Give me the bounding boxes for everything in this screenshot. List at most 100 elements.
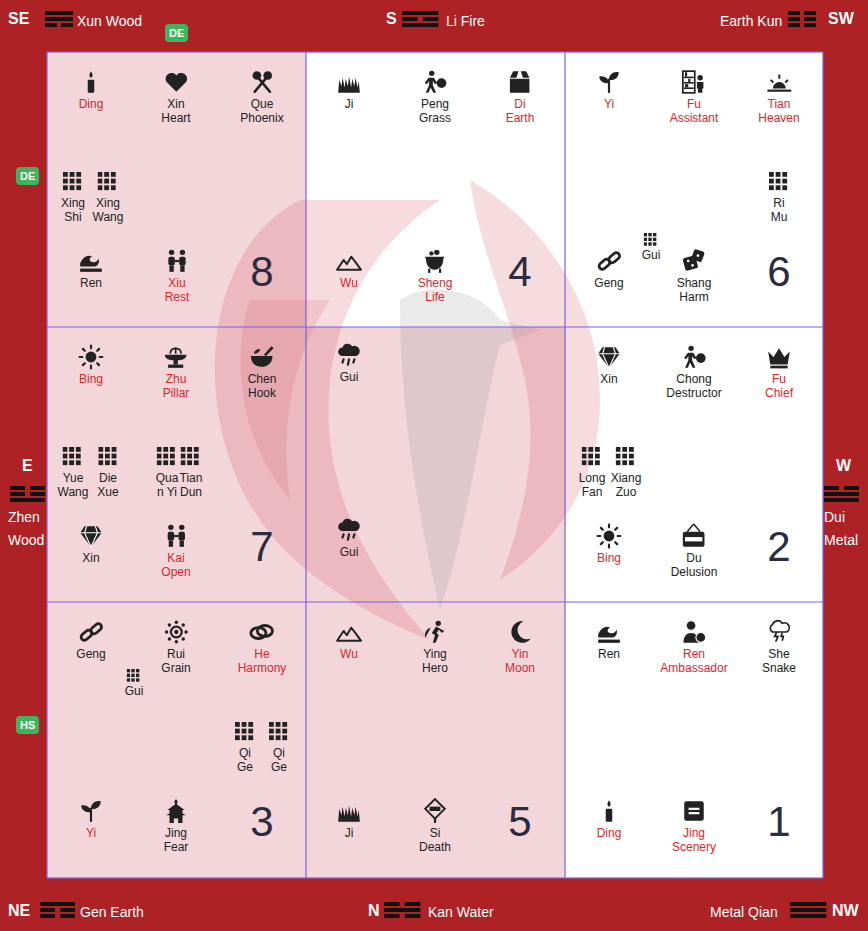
people-icon bbox=[164, 248, 190, 274]
sun-icon bbox=[78, 344, 104, 370]
symbol-item: Ri Mu bbox=[769, 172, 789, 224]
symbol-item: Rui Grain bbox=[161, 619, 190, 675]
moon-icon bbox=[507, 619, 533, 645]
symbol-label: Du Delusion bbox=[671, 551, 718, 579]
direction-label-holder: NE bbox=[8, 902, 30, 920]
symbol-label: Ji bbox=[345, 97, 354, 111]
symbol-label: Gui bbox=[642, 248, 661, 262]
symbol-item: Peng Grass bbox=[419, 69, 451, 125]
symbol-label: Si Death bbox=[419, 826, 451, 854]
symbol-item: Ding bbox=[596, 798, 622, 840]
grid-icon bbox=[157, 447, 177, 467]
symbol-label: Ding bbox=[597, 826, 622, 840]
shelf-icon bbox=[681, 69, 707, 95]
deadend-icon bbox=[422, 798, 448, 824]
trigram-name: Earth Kun bbox=[720, 12, 782, 30]
direction-letter: SE bbox=[8, 10, 29, 28]
symbol-label: Ri Mu bbox=[771, 196, 788, 224]
symbol-label: Chong Destructor bbox=[666, 372, 721, 400]
symbol-item: Xin bbox=[596, 344, 622, 386]
symbol-item: Bing bbox=[596, 523, 622, 565]
symbol-label: Long Fan bbox=[579, 471, 606, 499]
symbol-item: Kai Open bbox=[161, 523, 190, 579]
symbol-label: Zhu Pillar bbox=[163, 372, 190, 400]
palace-number-holder: 2 bbox=[767, 522, 790, 572]
people-icon bbox=[163, 523, 189, 549]
direction-label-holder: N bbox=[368, 902, 380, 920]
grass-icon bbox=[336, 69, 362, 95]
symbol-item: Chen Hook bbox=[248, 344, 277, 400]
heart-icon bbox=[163, 69, 189, 95]
palace-cell: RenRen AmbassadorShe SnakeDingJing Scene… bbox=[565, 602, 823, 878]
symbol-label: Xin bbox=[600, 372, 617, 386]
fountain-icon bbox=[163, 344, 189, 370]
wave-icon bbox=[78, 248, 104, 274]
symbol-item: Xin bbox=[78, 523, 104, 565]
phoenix-watermark bbox=[215, 180, 600, 640]
symbol-label: Ji bbox=[345, 826, 354, 840]
symbol-label: Die Xue bbox=[97, 471, 118, 499]
symbol-item: Yi bbox=[78, 798, 104, 840]
direction-label-holder: Kan Water bbox=[428, 903, 494, 921]
palace-cell: GuiGui bbox=[306, 327, 565, 602]
symbol-label: Xin Heart bbox=[161, 97, 190, 125]
direction-label-holder: SW bbox=[828, 10, 854, 28]
palace-number-holder: 1 bbox=[767, 797, 790, 847]
money-icon bbox=[681, 344, 707, 370]
wave-icon bbox=[596, 619, 622, 645]
sun-icon bbox=[596, 523, 622, 549]
palace-number: 2 bbox=[767, 522, 790, 572]
symbol-item: Yi bbox=[596, 69, 622, 111]
symbol-item: Ren bbox=[78, 248, 104, 290]
palace-cell: GengRui GrainHe HarmonyGuiQi GeQi GeYiJi… bbox=[47, 602, 306, 878]
symbol-item: Tian Heaven bbox=[758, 69, 799, 125]
symbol-item: Gui bbox=[336, 517, 362, 559]
temple-icon bbox=[163, 798, 189, 824]
symbol-label: Ren Ambassador bbox=[660, 647, 727, 675]
symbol-label: Fu Chief bbox=[765, 372, 793, 400]
symbol-label: Bing bbox=[79, 372, 103, 386]
sprout-icon bbox=[596, 69, 622, 95]
chain-icon bbox=[596, 248, 622, 274]
mountain-icon bbox=[336, 248, 362, 274]
nsq-icon bbox=[681, 798, 707, 824]
palace-cell: WuYing HeroYin MoonJiSi Death5 bbox=[306, 602, 565, 878]
symbol-label: Yue Wang bbox=[58, 471, 89, 499]
direction-letter: SW bbox=[828, 10, 854, 28]
symbol-label: Ding bbox=[79, 97, 104, 111]
badge-text: DE bbox=[20, 169, 35, 183]
symbol-item: Tian Dun bbox=[180, 447, 203, 499]
palace-number: 3 bbox=[250, 797, 273, 847]
direction-letter: NW bbox=[832, 902, 859, 920]
money-icon bbox=[422, 69, 448, 95]
direction-label-holder: Gen Earth bbox=[80, 903, 144, 921]
palace-cell: YiFu AssistantTian HeavenRi MuGuiGengSha… bbox=[565, 52, 823, 327]
symbol-label: Xiang Zuo bbox=[611, 471, 642, 499]
candle-icon bbox=[78, 69, 104, 95]
direction-letter: E bbox=[22, 457, 33, 475]
palace-cell: Ding Xin Heart Que PhoenixXing Shi Xing Wan… bbox=[47, 52, 306, 327]
direction-label-holder: Earth Kun bbox=[720, 12, 782, 30]
rain-icon bbox=[336, 517, 362, 543]
symbol-label: Kai Open bbox=[161, 551, 190, 579]
symbol-label: Jing Fear bbox=[164, 826, 189, 854]
symbol-label: Wu bbox=[340, 647, 358, 661]
direction-label-holder: E bbox=[22, 457, 33, 475]
symbol-item: Que Phoenix bbox=[240, 69, 283, 125]
palace-number-holder: 7 bbox=[250, 522, 273, 572]
symbol-item: Xing Shi bbox=[61, 172, 85, 224]
direction-letter: W bbox=[836, 457, 851, 475]
symbol-label: Qi Ge bbox=[237, 746, 253, 774]
trigram-name: Metal Qian bbox=[710, 903, 778, 921]
symbol-label: Rui Grain bbox=[161, 647, 190, 675]
symbol-item: Shang Harm bbox=[677, 248, 712, 304]
close-icon bbox=[681, 523, 707, 549]
palace-number-holder: 6 bbox=[767, 247, 790, 297]
grid-icon bbox=[98, 447, 118, 467]
symbol-item: Ding bbox=[78, 69, 104, 111]
symbol-item: Gui bbox=[642, 233, 661, 262]
dice-icon bbox=[681, 248, 707, 274]
grid-icon bbox=[98, 172, 118, 192]
symbol-item: Xing Wang bbox=[93, 172, 124, 224]
